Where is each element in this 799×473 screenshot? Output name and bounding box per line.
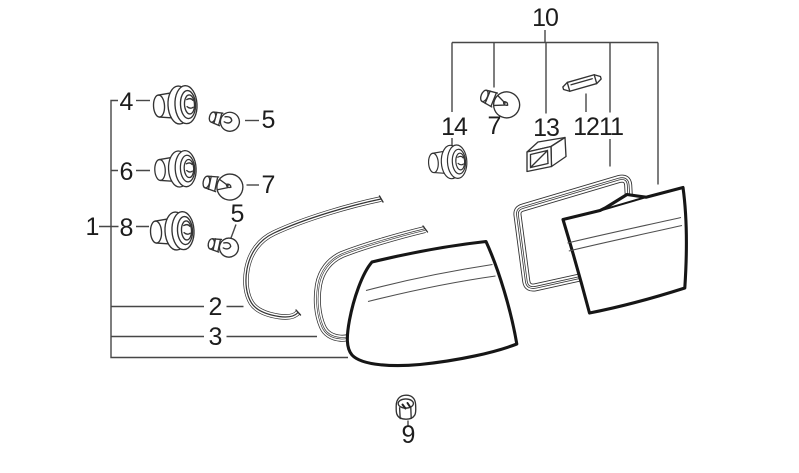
bracket-group-10-lines: [407, 30, 659, 426]
bulb-7-left: [199, 167, 246, 204]
callout-4[interactable]: 4: [120, 88, 135, 116]
callout-11[interactable]: 11: [599, 113, 624, 141]
bulb-holder-13: [526, 136, 567, 173]
callout-13[interactable]: 13: [533, 114, 560, 142]
tail-light-lens-right: [561, 185, 688, 315]
callout-10[interactable]: 10: [532, 4, 559, 32]
callout-7-left[interactable]: 7: [262, 171, 276, 199]
callout-3[interactable]: 3: [209, 323, 223, 351]
bracket-group-1-lines: [99, 99, 348, 359]
sealing-strip-2: [243, 195, 384, 320]
bulb-socket-14: [427, 143, 469, 181]
sealing-strip-3: [313, 225, 429, 342]
callout-1[interactable]: 1: [86, 213, 100, 241]
callout-6[interactable]: 6: [120, 158, 134, 186]
callout-12[interactable]: 12: [573, 113, 600, 141]
callout-5-upper[interactable]: 5: [262, 106, 276, 134]
callout-2[interactable]: 2: [209, 293, 223, 321]
hex-nut-9: [395, 394, 417, 420]
bulb-5-upper: [206, 106, 243, 135]
callout-labels: 1 2 3 4 5 5 6 7 7 8 9 10 11 12 13 14: [86, 4, 625, 449]
bulb-socket-4: [151, 84, 199, 126]
bulb-socket-8: [148, 210, 196, 252]
callout-14[interactable]: 14: [441, 113, 469, 141]
tail-light-lens-left: [345, 239, 519, 368]
festoon-bulb-12: [561, 72, 603, 94]
callout-8[interactable]: 8: [120, 214, 134, 242]
callout-9[interactable]: 9: [402, 421, 416, 449]
callout-5-lower[interactable]: 5: [231, 200, 245, 228]
callout-7-top[interactable]: 7: [488, 112, 502, 140]
bulb-socket-6: [153, 149, 198, 189]
bulb-5-lower: [205, 233, 241, 260]
